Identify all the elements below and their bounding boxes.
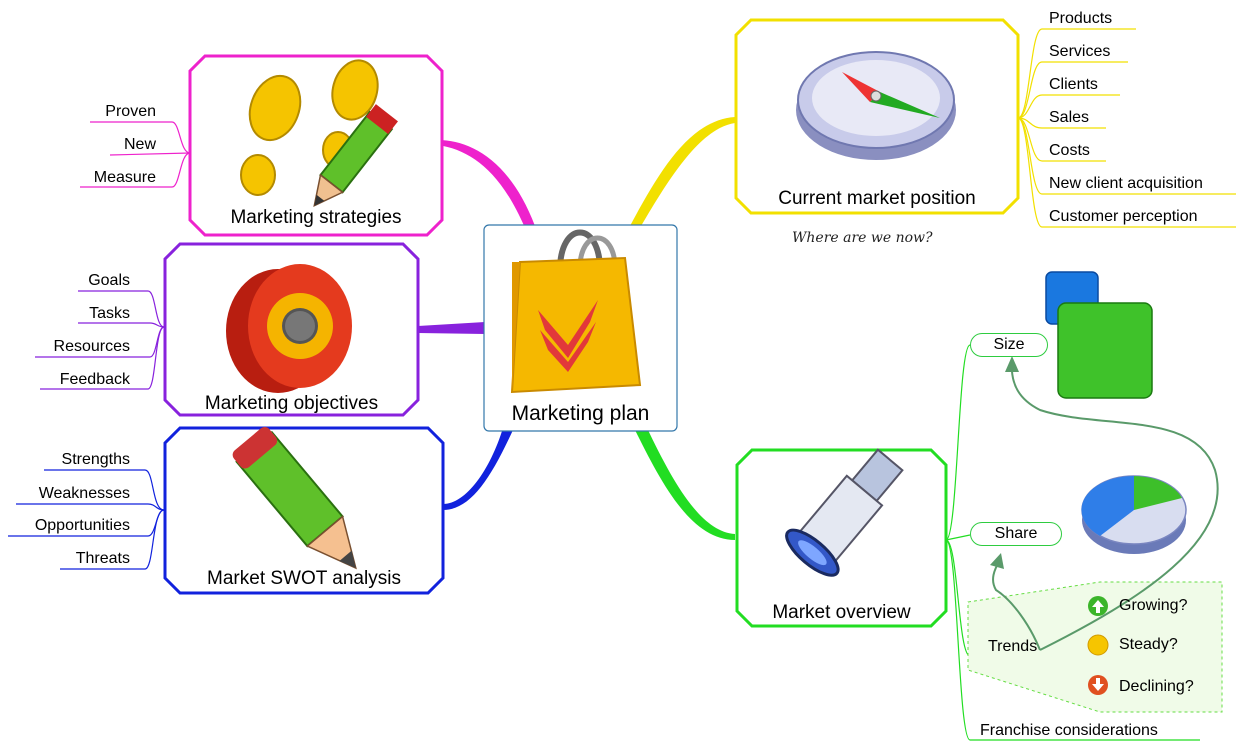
trend-growing[interactable]: Growing? [1119, 597, 1188, 614]
position-leaf-customer-perception[interactable]: Customer perception [1049, 208, 1198, 225]
objectives-title: Marketing objectives [204, 393, 379, 414]
swot-leaf-strengths[interactable]: Strengths [61, 451, 130, 468]
objectives-leaf-feedback[interactable]: Feedback [59, 371, 130, 388]
objectives-leaf-tasks[interactable]: Tasks [89, 305, 130, 322]
trend-steady[interactable]: Steady? [1119, 636, 1178, 653]
footprints-pencil-icon [240, 59, 398, 208]
circle-icon [1087, 634, 1109, 656]
compass-icon [796, 51, 956, 160]
overview-leaf-size[interactable]: Size [970, 333, 1048, 357]
arrow-up-icon [1088, 596, 1108, 616]
position-leaf-costs[interactable]: Costs [1049, 142, 1090, 159]
swot-leaf-weaknesses[interactable]: Weaknesses [38, 485, 130, 502]
swot-leaf-opportunities[interactable]: Opportunities [34, 517, 130, 534]
branch-strategies-connector [438, 140, 535, 228]
branch-overview-connector [635, 428, 735, 540]
share-arrowhead [990, 553, 1004, 569]
position-title: Current market position [778, 188, 976, 209]
arrow-down-icon [1088, 675, 1108, 695]
pie-chart-icon [1081, 475, 1187, 554]
overview-node[interactable]: Market overview [737, 450, 946, 626]
objectives-leaf-goals[interactable]: Goals [88, 272, 130, 289]
overview-leaf-franchise[interactable]: Franchise considerations [980, 722, 1158, 739]
swot-node[interactable]: Market SWOT analysis [165, 428, 443, 593]
center-title: Marketing plan [511, 402, 650, 425]
strategies-leaf-measure[interactable]: Measure [93, 169, 156, 186]
position-leaf-sales[interactable]: Sales [1049, 109, 1090, 126]
swot-title: Market SWOT analysis [207, 568, 401, 589]
swot-leaf-threats[interactable]: Threats [75, 550, 130, 567]
telescope-icon [785, 448, 904, 577]
position-leaf-products[interactable]: Products [1049, 10, 1113, 27]
target-icon [226, 264, 352, 393]
swot-leaf-lines [8, 469, 165, 570]
position-leaf-new-client-acquisition[interactable]: New client acquisition [1049, 175, 1203, 192]
position-leaf-lines [1017, 28, 1236, 228]
objectives-node[interactable]: Marketing objectives [165, 244, 418, 415]
position-note: Where are we now? [792, 230, 933, 246]
squares-icon [1045, 271, 1153, 399]
branch-position-connector [630, 117, 735, 228]
objectives-leaf-lines [35, 290, 165, 390]
overview-title: Market overview [772, 602, 911, 623]
objectives-leaf-resources[interactable]: Resources [53, 338, 130, 355]
center-node[interactable]: Marketing plan [484, 225, 677, 431]
size-arrowhead [1005, 356, 1019, 372]
trends-size-relationship [1010, 359, 1219, 651]
shopping-bag-icon [510, 229, 642, 394]
branch-swot-connector [443, 428, 513, 510]
position-node[interactable]: Current market position [736, 20, 1018, 213]
strategies-leaf-lines [80, 121, 191, 188]
pencil-icon [232, 427, 357, 570]
position-leaf-clients[interactable]: Clients [1049, 76, 1098, 93]
position-leaf-services[interactable]: Services [1049, 43, 1111, 60]
overview-leaf-share[interactable]: Share [970, 522, 1062, 546]
branch-objectives-connector [418, 322, 485, 334]
overview-leaf-trends[interactable]: Trends [988, 638, 1038, 655]
strategies-leaf-new[interactable]: New [123, 136, 156, 153]
strategies-node[interactable]: Marketing strategies [190, 56, 442, 235]
strategies-title: Marketing strategies [230, 207, 402, 228]
trends-share-relationship [992, 559, 1041, 651]
strategies-leaf-proven[interactable]: Proven [105, 103, 156, 120]
trend-declining[interactable]: Declining? [1119, 678, 1194, 695]
